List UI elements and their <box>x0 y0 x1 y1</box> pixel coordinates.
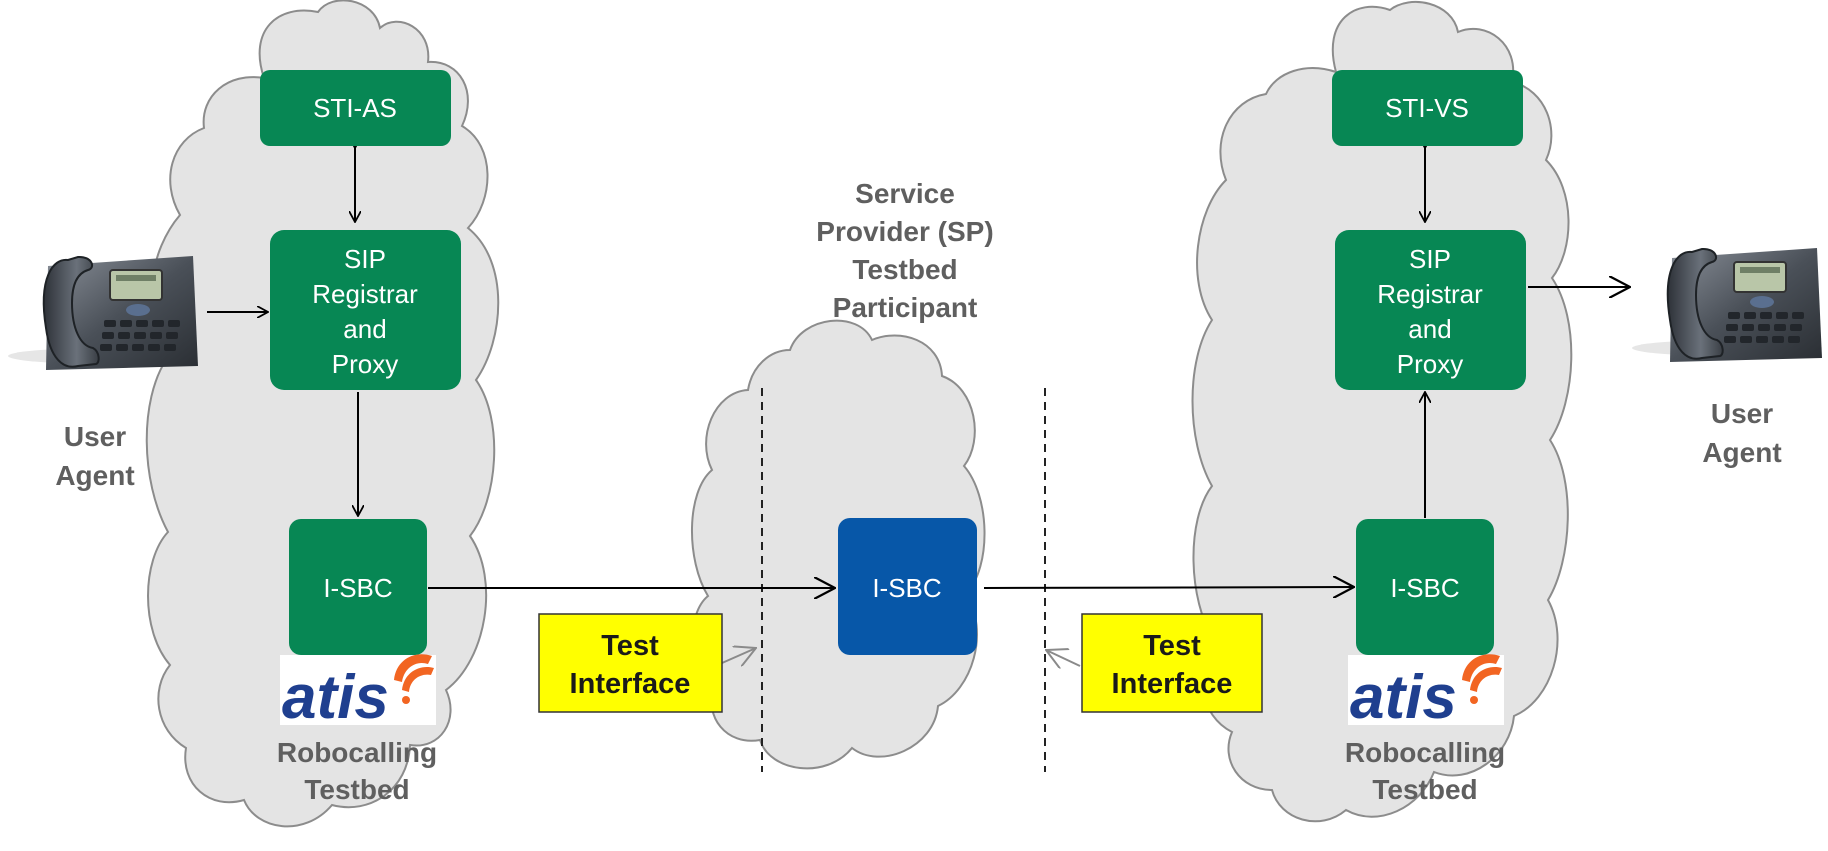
left-i-sbc-box: I-SBC <box>289 519 427 655</box>
right-sip-registrar-proxy-box: SIP Registrar and Proxy <box>1335 230 1526 390</box>
svg-text:and: and <box>343 314 386 344</box>
svg-text:SIP: SIP <box>344 244 386 274</box>
svg-text:Interface: Interface <box>1112 668 1233 700</box>
right-test-interface-arrow <box>1046 650 1081 666</box>
center-i-sbc-box: I-SBC <box>838 518 977 655</box>
left-test-interface-arrow <box>721 648 756 663</box>
svg-text:Agent: Agent <box>1702 437 1781 468</box>
svg-text:Test: Test <box>601 630 659 662</box>
svg-text:Service: Service <box>855 178 955 209</box>
sp-testbed-participant-title: Service Provider (SP) Testbed Participan… <box>816 178 993 323</box>
left-ip-phone-icon <box>7 255 199 371</box>
svg-text:Proxy: Proxy <box>1397 349 1463 379</box>
left-atis-logo: atis <box>280 654 436 732</box>
svg-text:and: and <box>1408 314 1451 344</box>
left-sip-registrar-proxy-box: SIP Registrar and Proxy <box>270 230 461 390</box>
svg-text:Robocalling: Robocalling <box>1345 737 1505 768</box>
svg-text:Registrar: Registrar <box>1377 279 1483 309</box>
right-atis-logo: atis <box>1348 654 1504 732</box>
right-user-agent-label: User Agent <box>1702 398 1781 468</box>
left-robocalling-testbed-label: Robocalling Testbed <box>277 737 437 805</box>
svg-text:I-SBC: I-SBC <box>1390 573 1459 603</box>
svg-text:atis: atis <box>282 663 389 732</box>
sti-vs-box: STI-VS <box>1332 70 1523 146</box>
right-i-sbc-box: I-SBC <box>1356 519 1494 655</box>
svg-text:Proxy: Proxy <box>332 349 398 379</box>
svg-text:Registrar: Registrar <box>312 279 418 309</box>
svg-text:Robocalling: Robocalling <box>277 737 437 768</box>
sti-as-box: STI-AS <box>260 70 451 146</box>
svg-text:I-SBC: I-SBC <box>323 573 392 603</box>
svg-text:Interface: Interface <box>570 668 691 700</box>
svg-text:Test: Test <box>1143 630 1201 662</box>
svg-text:I-SBC: I-SBC <box>872 573 941 603</box>
svg-text:atis: atis <box>1350 663 1457 732</box>
svg-text:Testbed: Testbed <box>304 774 409 805</box>
left-test-interface-box: Test Interface <box>538 613 723 713</box>
svg-text:STI-VS: STI-VS <box>1385 93 1469 123</box>
svg-text:User: User <box>64 421 126 452</box>
svg-text:Participant: Participant <box>833 292 978 323</box>
svg-text:Provider (SP): Provider (SP) <box>816 216 993 247</box>
svg-text:User: User <box>1711 398 1773 429</box>
right-ip-phone-icon <box>1631 247 1823 363</box>
svg-text:STI-AS: STI-AS <box>313 93 397 123</box>
center-sbc-to-right-sbc-arrow <box>983 587 1354 588</box>
right-robocalling-testbed-label: Robocalling Testbed <box>1345 737 1505 805</box>
svg-text:Testbed: Testbed <box>852 254 957 285</box>
svg-text:Agent: Agent <box>55 460 134 491</box>
right-test-interface-box: Test Interface <box>1081 613 1263 713</box>
svg-text:SIP: SIP <box>1409 244 1451 274</box>
left-user-agent-label: User Agent <box>55 421 134 491</box>
svg-text:Testbed: Testbed <box>1372 774 1477 805</box>
